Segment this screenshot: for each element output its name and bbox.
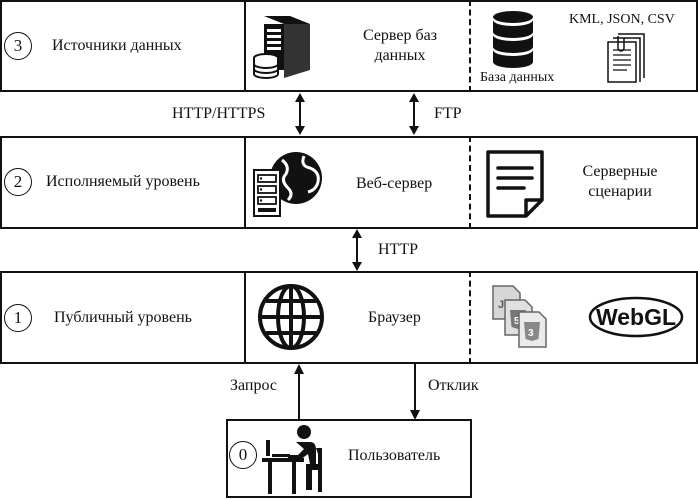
database-icon bbox=[493, 11, 533, 68]
ftp-arrow bbox=[409, 93, 419, 135]
tier-public-divider bbox=[244, 271, 246, 364]
webgl-logo-text: WebGL bbox=[596, 304, 676, 330]
tier-data-sources bbox=[0, 0, 698, 92]
globe-icon bbox=[258, 284, 324, 350]
tier-execution bbox=[0, 136, 698, 229]
browser-label: Браузер bbox=[368, 309, 421, 326]
tier-number-badge: 3 bbox=[4, 32, 32, 60]
tier-public-dashed-divider bbox=[469, 271, 471, 364]
tier-public bbox=[0, 271, 698, 364]
tier-label: Исполняемый уровень bbox=[46, 173, 200, 190]
tier-number-badge: 0 bbox=[229, 441, 257, 469]
tier-data-divider bbox=[244, 0, 246, 92]
tier-number-badge: 1 bbox=[4, 304, 32, 332]
user-label: Пользователь bbox=[348, 447, 441, 464]
tier-number-badge: 2 bbox=[4, 168, 32, 196]
svg-text:5: 5 bbox=[514, 316, 520, 327]
response-arrow bbox=[410, 364, 420, 420]
web-server-label: Веб-сервер bbox=[356, 175, 433, 192]
tier-exec-divider bbox=[244, 136, 246, 229]
request-arrow bbox=[294, 364, 304, 420]
user-at-computer-icon bbox=[262, 425, 322, 494]
data-formats-label: KML, JSON, CSV bbox=[569, 12, 675, 27]
tier-data-dashed-divider bbox=[469, 0, 471, 92]
tier-exec-dashed-divider bbox=[469, 136, 471, 229]
svg-text:3: 3 bbox=[528, 328, 534, 339]
http-https-arrow bbox=[295, 93, 305, 135]
ftp-label: FTP bbox=[434, 105, 462, 122]
webgl-logo: WebGL bbox=[588, 296, 684, 338]
server-tower-icon bbox=[253, 16, 310, 79]
db-server-label-line1: Сервер баз bbox=[362, 27, 438, 44]
server-scripts-label-line1: Серверные bbox=[582, 163, 658, 180]
web-server-icon bbox=[253, 152, 322, 217]
html-js-css-icon: JS 5 3 bbox=[492, 285, 547, 348]
script-document-icon bbox=[486, 150, 544, 218]
request-label: Запрос bbox=[230, 377, 277, 394]
http-https-label: HTTP/HTTPS bbox=[172, 105, 266, 122]
response-label: Отклик bbox=[428, 377, 479, 394]
db-server-label-line2: данных bbox=[374, 47, 426, 64]
server-scripts-label-line2: сценарии bbox=[588, 183, 652, 200]
tier-label: Источники данных bbox=[52, 37, 182, 54]
database-label: База данных bbox=[480, 70, 555, 85]
http-label: HTTP bbox=[378, 241, 418, 258]
tier-label: Публичный уровень bbox=[54, 309, 192, 326]
http-arrow bbox=[352, 229, 362, 271]
documents-icon bbox=[607, 33, 645, 83]
